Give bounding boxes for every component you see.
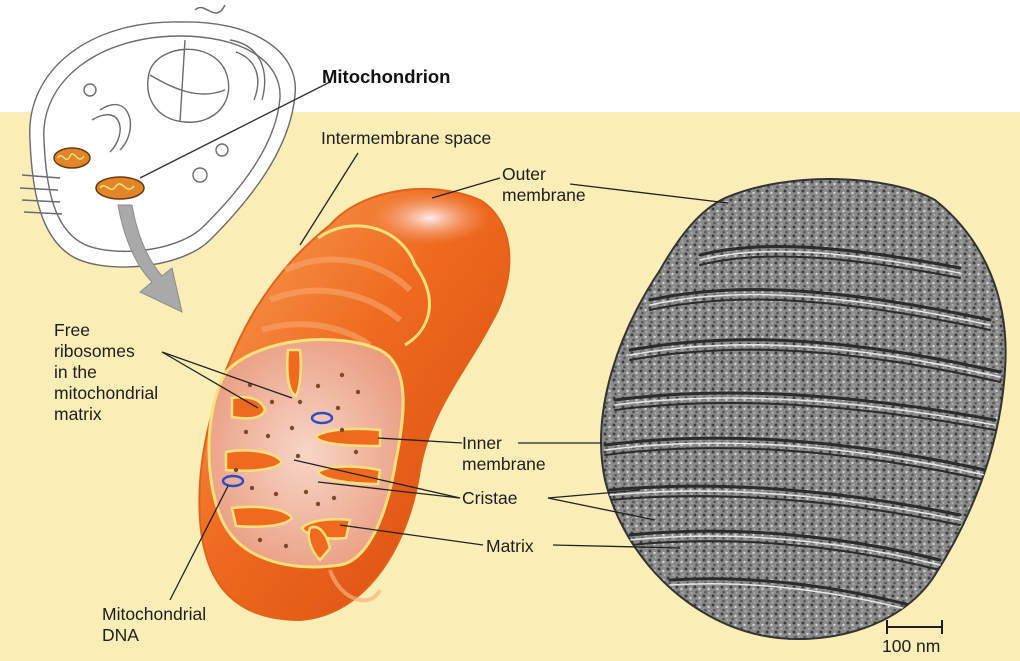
label-mitochondrial-dna: Mitochondrial DNA [102, 604, 206, 646]
label-matrix: Matrix [486, 536, 534, 557]
label-free-ribosomes-line4: mitochondrial [54, 383, 158, 404]
scale-bar [887, 620, 942, 634]
label-cristae: Cristae [462, 488, 517, 509]
scale-bar-label: 100 nm [882, 636, 940, 657]
label-free-ribosomes-line2: ribosomes [54, 341, 158, 362]
label-free-ribosomes: Free ribosomes in the mitochondrial matr… [54, 320, 158, 425]
label-outer-membrane-line2: membrane [502, 185, 586, 206]
label-free-ribosomes-line5: matrix [54, 404, 158, 425]
label-outer-membrane: Outer membrane [502, 164, 586, 206]
label-inner-membrane-line1: Inner [462, 433, 546, 454]
label-inner-membrane-line2: membrane [462, 454, 546, 475]
label-inner-membrane: Inner membrane [462, 433, 546, 475]
label-mitochondrial-dna-line2: DNA [102, 625, 206, 646]
label-outer-membrane-line1: Outer [502, 164, 586, 185]
label-free-ribosomes-line1: Free [54, 320, 158, 341]
label-free-ribosomes-line3: in the [54, 362, 158, 383]
label-mitochondrial-dna-line1: Mitochondrial [102, 604, 206, 625]
mitochondrion-illustration [199, 189, 509, 620]
diagram-title: Mitochondrion [322, 66, 450, 88]
label-intermembrane-space: Intermembrane space [321, 128, 491, 149]
electron-micrograph [601, 179, 1006, 639]
cell-sketch [20, 5, 295, 267]
